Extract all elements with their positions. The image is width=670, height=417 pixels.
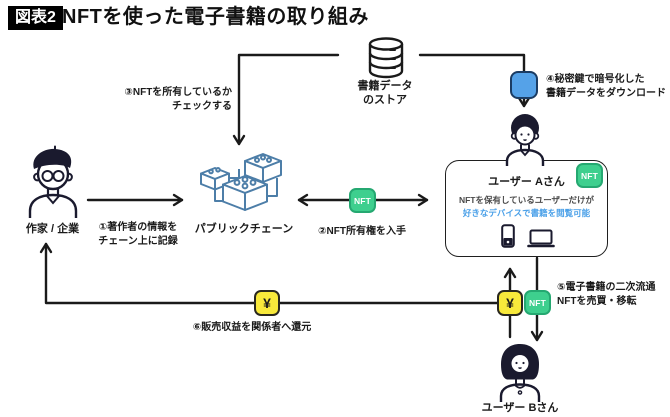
database-icon — [361, 35, 411, 81]
connector-store-to-chain — [232, 53, 340, 146]
author-label: 作家 / 企業 — [25, 223, 80, 235]
step-2-line1: ②NFT所有権を入手 — [318, 226, 406, 237]
user-a-description-highlight: 好きなデバイスで書籍を閲覧可能 — [462, 208, 591, 218]
connector-store-to-user-a — [418, 53, 531, 108]
user-b-icon — [494, 342, 546, 402]
step-1-label: ①著作者の情報を チェーン上に記録 — [88, 221, 188, 249]
user-a-icon — [499, 112, 551, 166]
user-a-name: ユーザー Aさん — [488, 176, 565, 188]
connector-revenue-to-author — [39, 242, 512, 305]
author-icon — [24, 145, 82, 219]
nft-badge-ownership: NFT — [349, 188, 376, 213]
step-4-line1: ④秘密鍵で暗号化した — [546, 74, 645, 85]
step-1-line1: ①著作者の情報を — [98, 222, 178, 233]
nft-badge-resale: NFT — [524, 290, 551, 315]
database-label-line1: 書籍データ — [357, 80, 413, 92]
step-6-label: ⑥販売収益を関係者へ還元 — [142, 321, 362, 335]
encrypted-data-icon — [510, 71, 538, 99]
blockchain-icon — [197, 148, 293, 220]
laptop-icon — [527, 229, 555, 248]
step-5-line2: NFTを売買・移転 — [557, 296, 637, 307]
nft-badge-user-a: NFT — [576, 163, 603, 188]
step-1-line2: チェーン上に記録 — [98, 236, 178, 247]
yen-badge-resale: ¥ — [497, 290, 523, 316]
step-4-label: ④秘密鍵で暗号化した 書籍データをダウンロード — [546, 73, 666, 101]
user-b-label: ユーザー Bさん — [481, 402, 559, 414]
step-6-line1: ⑥販売収益を関係者へ還元 — [192, 322, 312, 333]
user-a-description: NFTを保有しているユーザーだけが — [458, 195, 595, 205]
database-label: 書籍データ のストア — [335, 80, 435, 107]
figure-title: NFTを使った電子書籍の取り組み — [62, 6, 369, 28]
yen-badge-revenue: ¥ — [254, 290, 280, 316]
phone-icon — [501, 224, 515, 248]
step-5-label: ⑤電子書籍の二次流通 NFTを売買・移転 — [557, 281, 655, 309]
database-label-line2: のストア — [363, 93, 407, 106]
figure-number-badge: 図表2 — [8, 6, 63, 30]
step-2-label: ②NFT所有権を入手 — [292, 225, 432, 239]
step-5-line1: ⑤電子書籍の二次流通 — [557, 282, 656, 293]
step-3-line1: ③NFTを所有しているか — [124, 87, 232, 98]
step-4-line2: 書籍データをダウンロード — [546, 88, 666, 99]
blockchain-label: パブリックチェーン — [194, 223, 294, 235]
step-3-line2: チェックする — [172, 101, 232, 112]
step-3-label: ③NFTを所有しているか チェックする — [110, 86, 232, 114]
